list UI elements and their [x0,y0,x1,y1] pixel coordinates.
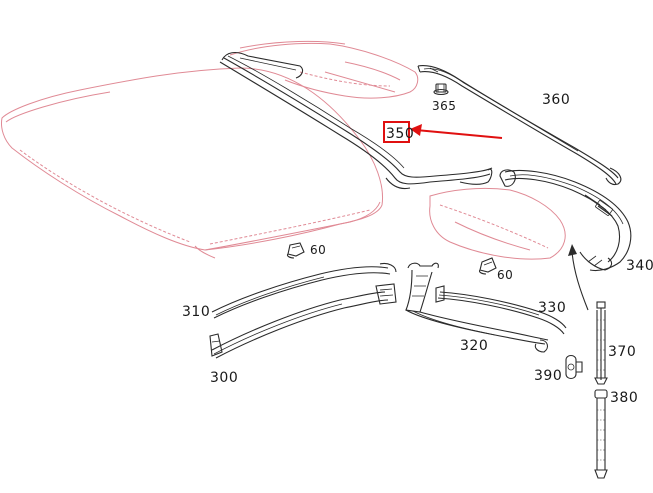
rotation-arrow [568,244,589,311]
label-60-b: 60 [497,268,513,282]
part-360-rail [417,65,622,186]
windshield-frame-outline [229,40,419,99]
highlight-arrow [410,124,503,139]
part-340-seal [499,169,632,272]
part-370-bolt [594,301,608,385]
part-365-grommet [433,83,449,96]
label-320: 320 [460,338,488,354]
label-365: 365 [432,99,456,113]
label-380: 380 [610,390,638,406]
roof-panel-outline [1,67,384,259]
part-380-bolt [594,389,608,479]
highlight-box-350 [383,121,410,143]
part-310-seal [211,262,397,319]
label-60-a: 60 [310,243,326,257]
label-390: 390 [534,368,562,384]
part-350-seal [219,51,493,190]
label-340: 340 [626,258,653,274]
part-320-channel [405,262,549,353]
part-330-rail [435,285,567,335]
label-330: 330 [538,300,566,316]
part-300-seal [209,283,397,359]
label-300: 300 [210,370,238,386]
part-60-clip-b [478,257,497,275]
rear-quarter-outline [429,187,566,260]
label-310: 310 [182,304,210,320]
part-60-clip-a [286,242,305,259]
part-390-clamp [565,354,583,380]
label-360: 360 [542,92,570,108]
label-350: 350 [386,126,414,142]
label-370: 370 [608,344,636,360]
